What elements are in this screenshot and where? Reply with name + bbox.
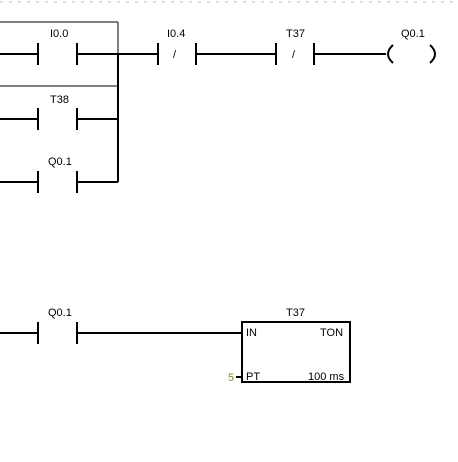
network-1: I0.0 T38 Q0.1 / I0.4 [0, 21, 436, 193]
contact-t38: T38 [0, 94, 118, 130]
nc-slash: / [292, 49, 296, 61]
timer-time-base: 100 ms [308, 371, 345, 383]
contact-t38-label: T38 [50, 94, 69, 106]
contact-q0-1-latch: Q0.1 [0, 156, 118, 193]
nc-slash: / [173, 49, 177, 61]
timer-name: T37 [286, 307, 305, 319]
contact-t37-label: T37 [286, 28, 305, 40]
network-2: Q0.1 T37 IN TON PT 100 ms 5 [0, 307, 351, 384]
contact-q0-1-enable: Q0.1 [0, 307, 78, 344]
coil-q0-1-label: Q0.1 [401, 28, 425, 40]
coil-q0-1: Q0.1 [387, 28, 436, 64]
contact-i0-0: I0.0 [0, 28, 118, 65]
timer-pt-label: PT [246, 371, 260, 383]
contact-t37-nc: / T37 [275, 28, 315, 65]
contact-q0-1-latch-label: Q0.1 [48, 156, 72, 168]
timer-type: TON [320, 327, 343, 339]
timer-block-t37: T37 IN TON PT 100 ms 5 [228, 307, 351, 384]
contact-q0-1-enable-label: Q0.1 [48, 307, 72, 319]
timer-pt-value: 5 [228, 372, 234, 384]
contact-i0-4-label: I0.4 [167, 28, 185, 40]
contact-i0-4-nc: / I0.4 [157, 28, 197, 65]
contact-i0-0-label: I0.0 [50, 28, 68, 40]
timer-in-label: IN [246, 327, 257, 339]
